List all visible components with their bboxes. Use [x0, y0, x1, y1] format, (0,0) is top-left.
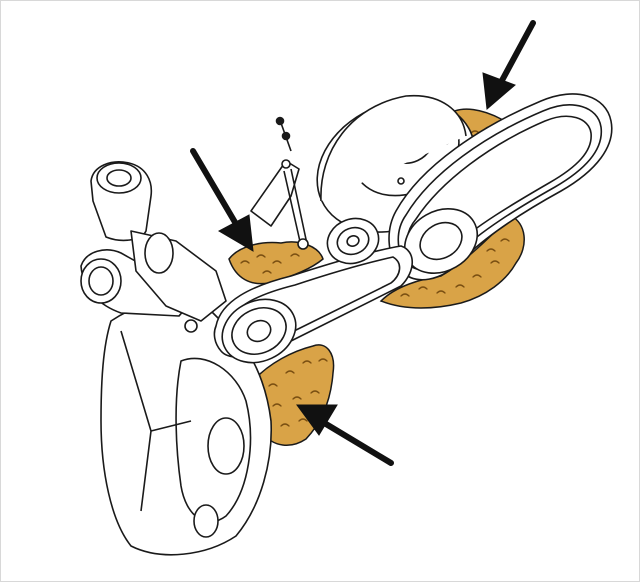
flywheel-rim [320, 94, 467, 202]
dirt-speckle [268, 358, 328, 427]
dirt-speckle [400, 238, 510, 297]
valve-assembly [80, 159, 309, 333]
engine-block [100, 298, 273, 556]
bracket [250, 160, 300, 227]
small-bolt [184, 319, 198, 333]
pointer-arrows [190, 20, 536, 466]
idler-pulley-hub [346, 235, 360, 247]
grease-fitting [275, 116, 292, 152]
arrow-icon [482, 20, 536, 110]
grease-fitting-ball [275, 116, 285, 126]
short-v-belt [213, 217, 414, 364]
grease-fitting-ball [281, 131, 291, 141]
engine-port-upper [207, 417, 245, 475]
flywheel-pulley [316, 94, 476, 233]
dirt-patch-left [228, 241, 324, 285]
arrow-icon [190, 148, 254, 252]
engine-port-lower [193, 504, 219, 538]
elbow-pipe-opening-inner [88, 266, 114, 296]
dirt-speckle [240, 253, 300, 274]
drive-pulley-hub [246, 319, 272, 343]
adjust-rod [283, 168, 308, 247]
valve-cap-inner [106, 169, 132, 187]
adjust-rod-bolt [297, 238, 309, 250]
driven-pulley-hub [419, 221, 463, 261]
flywheel-hole [397, 177, 405, 185]
engine-edge-line [150, 420, 192, 432]
bracket-pin [281, 159, 291, 169]
arrow-icon [296, 404, 394, 466]
valve-knob [144, 232, 174, 274]
